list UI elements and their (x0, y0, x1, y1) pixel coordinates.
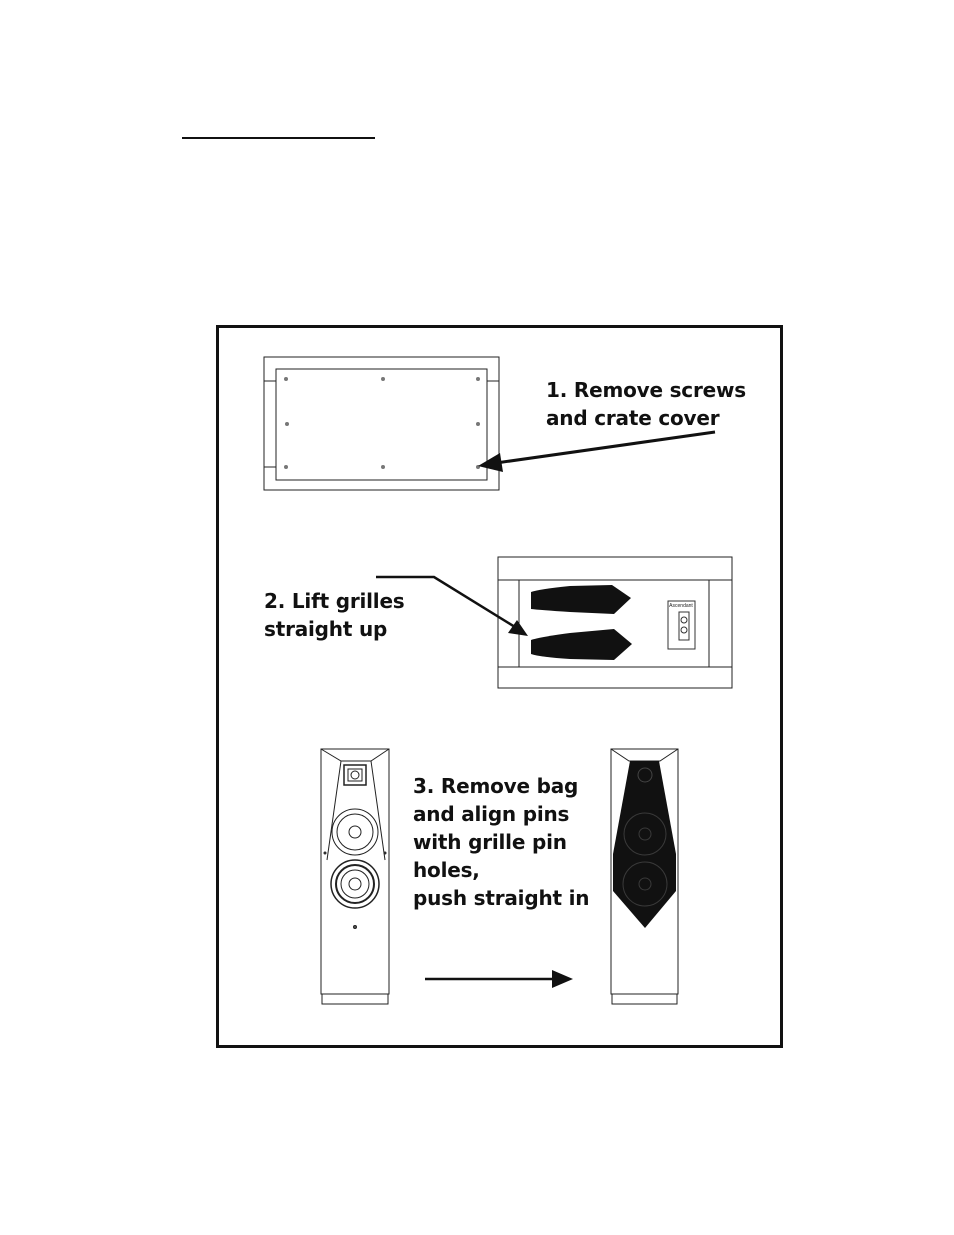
step2-instruction: 2. Lift grilles straight up (264, 587, 405, 643)
open-crate-drawing (498, 557, 732, 688)
crate-cover-drawing (264, 357, 499, 490)
step1-instruction: 1. Remove screws and crate cover (546, 376, 746, 432)
speaker-with-grille (611, 749, 678, 1004)
badge-brand: Ascendant (669, 603, 693, 609)
step1-arrow (478, 432, 715, 472)
crate-screws (284, 377, 480, 469)
speaker-without-grille (321, 749, 389, 1004)
grille-pieces (531, 585, 632, 660)
step3-arrow (425, 970, 573, 988)
step3-instruction: 3. Remove bag and align pins with grille… (413, 772, 589, 912)
crate-badge: Ascendant (668, 601, 695, 649)
